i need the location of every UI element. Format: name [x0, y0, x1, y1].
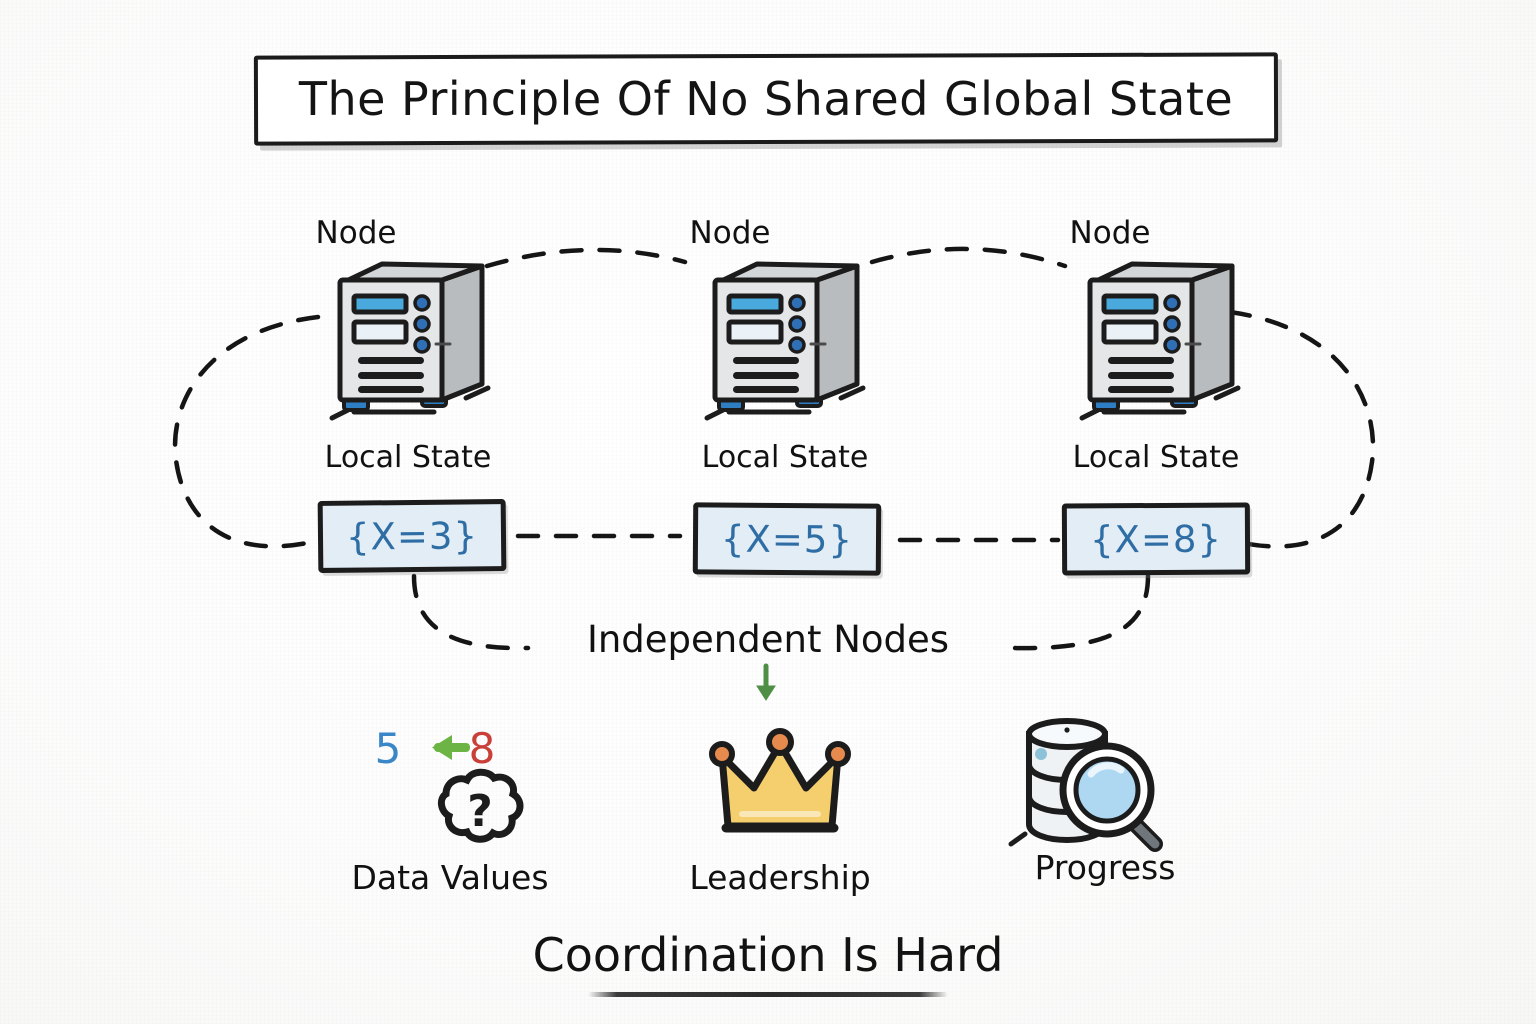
question-mark-glyph: ?: [467, 786, 493, 837]
state-value-3: {X=8}: [1089, 517, 1223, 561]
concern-caption-leadership: Leadership: [689, 858, 871, 897]
conflicting-values-icon: 5 8 ?: [300, 718, 600, 858]
node-label-1: Node: [315, 215, 397, 251]
independent-nodes-arrow: [756, 663, 776, 701]
footer: Coordination Is Hard: [0, 928, 1536, 997]
footer-underline: [588, 992, 948, 997]
concern-caption-data-values: Data Values: [351, 858, 549, 897]
concern-caption-progress: Progress: [1034, 848, 1176, 887]
left-arrow-icon: [432, 735, 470, 760]
page-title: The Principle Of No Shared Global State: [298, 72, 1234, 126]
concern-data-values: 5 8 ? Data Values: [300, 718, 600, 897]
state-label-2: Local State: [701, 440, 869, 475]
state-label-1: Local State: [324, 440, 492, 475]
connector-right-loop: [1227, 309, 1376, 549]
state-value-1: {X=3}: [345, 513, 479, 559]
connector-node1-node2: [484, 247, 688, 269]
node-label-3: Node: [1069, 215, 1151, 251]
state-label-3: Local State: [1072, 440, 1240, 475]
magnifier-icon: [1059, 742, 1163, 852]
crown-icon: [630, 718, 930, 858]
data-value-left: 5: [375, 724, 402, 773]
footer-text: Coordination Is Hard: [532, 928, 1004, 982]
state-box-1: {X=3}: [317, 499, 507, 573]
question-thought-bubble-icon: [438, 768, 524, 843]
state-box-2: {X=5}: [692, 502, 882, 576]
database-magnifier-icon: [955, 708, 1255, 852]
concern-progress: Progress: [955, 708, 1255, 887]
independent-nodes-label: Independent Nodes: [586, 618, 950, 661]
data-value-right: 8: [469, 724, 496, 773]
concern-leadership: Leadership: [630, 718, 930, 897]
state-value-2: {X=5}: [720, 517, 854, 561]
node-label-2: Node: [689, 215, 771, 251]
title-box: The Principle Of No Shared Global State: [253, 52, 1279, 146]
state-box-3: {X=8}: [1061, 502, 1251, 576]
connector-left-loop: [172, 314, 321, 549]
